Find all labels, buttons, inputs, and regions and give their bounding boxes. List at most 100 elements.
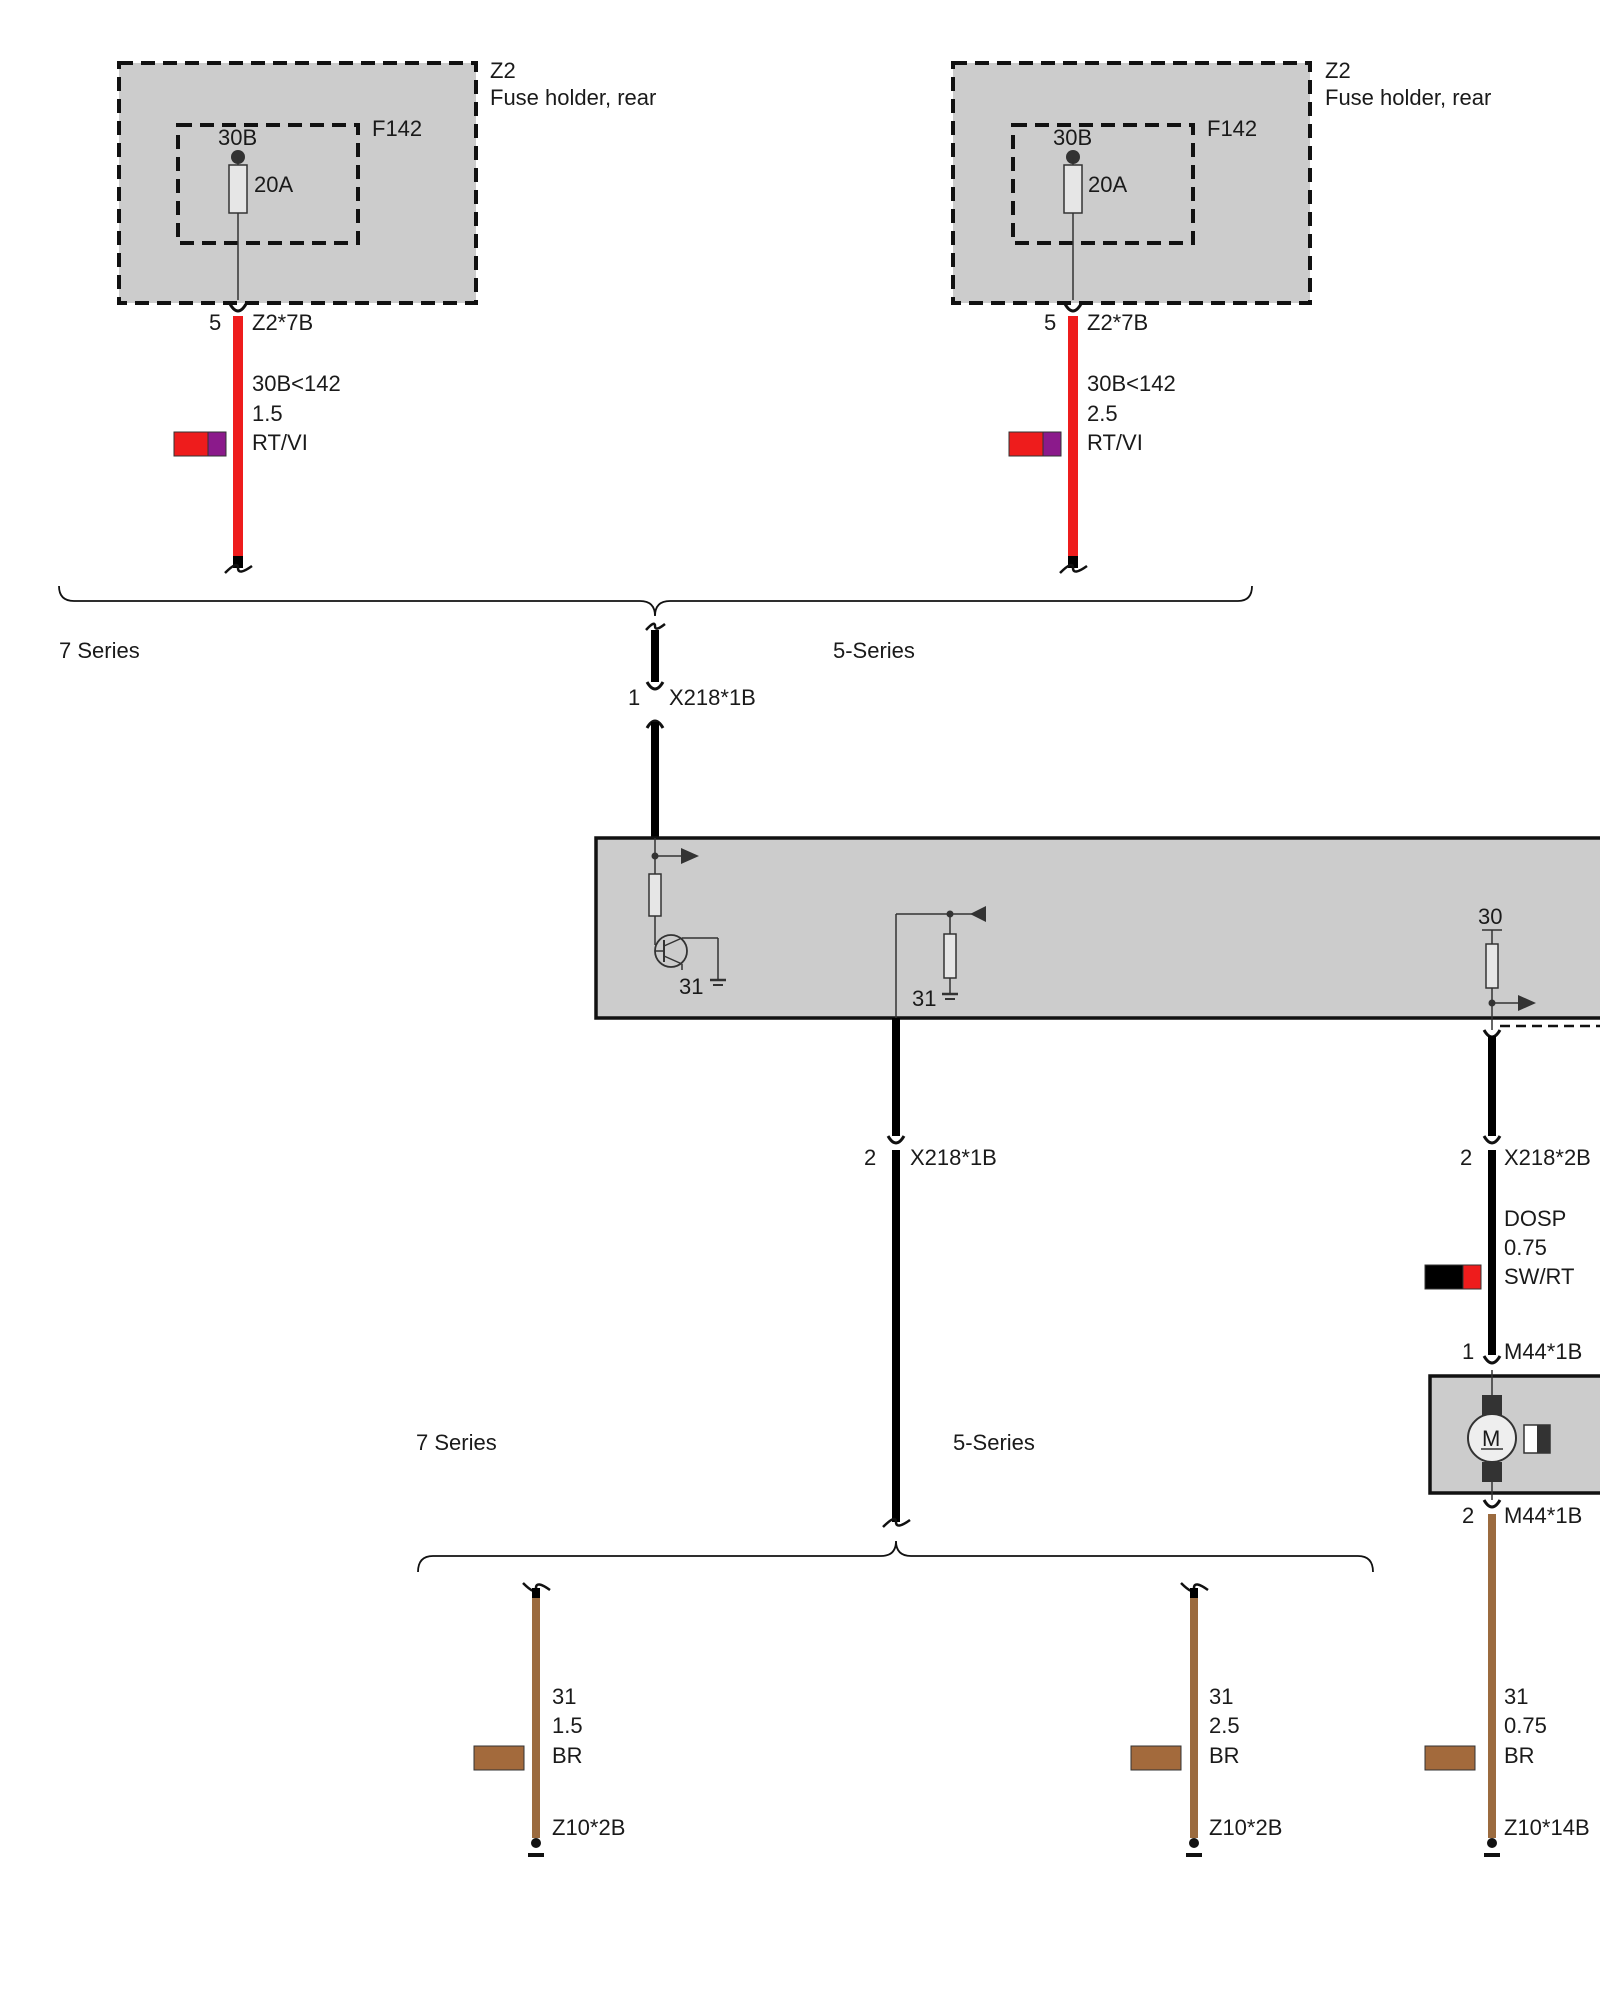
brace-line [417,1540,1374,1573]
fuse-symbol [228,164,248,214]
x218-2b-wire: 2 X218*2B DOSP 0.75 SW/RT [1424,1029,1591,1355]
color-swatch-red [1008,431,1044,457]
connector-label-top: M44*1B [1504,1339,1582,1364]
connector-symbol [1482,1029,1502,1039]
fuse-holder-box [117,61,478,305]
wire-black-red [1488,1150,1496,1355]
fuse-holder-name: Fuse holder, rear [1325,85,1491,110]
wire-end [1190,1588,1198,1598]
pin-number: 2 [1460,1145,1472,1170]
pin-number-bottom: 2 [1462,1503,1474,1528]
resistor-symbol [943,933,957,979]
ground-point-icon [1189,1838,1199,1848]
ground-connector: Z10*14B [1504,1815,1590,1840]
connector-symbol [645,681,665,691]
wire-end [1068,556,1078,568]
ground-label: 31 [679,974,703,999]
connector-label: X218*1B [910,1145,997,1170]
ground-wire-mid: 31 2.5 BR Z10*2B [1130,1582,1282,1857]
fuse-box [176,123,360,245]
ground-label: 31 [912,986,936,1011]
connector-symbol [1482,1355,1502,1365]
ground-wire-left: 31 1.5 BR Z10*2B [473,1582,625,1857]
ground-wire-right: 31 0.75 BR Z10*14B [1424,1514,1590,1857]
connector-symbol [645,719,665,729]
pin-number-top: 1 [1462,1339,1474,1364]
connector-label: X218*2B [1504,1145,1591,1170]
wire-color-code: BR [552,1743,583,1768]
fuse-holder-id: Z2 [1325,58,1351,83]
x218-output: 2 X218*1B [864,1018,997,1528]
pin-number: 1 [628,685,640,710]
wire-size: 0.75 [1504,1713,1547,1738]
pin-number: 5 [1044,310,1056,335]
fuse-rating: 20A [1088,172,1127,197]
ground-point-icon [1487,1838,1497,1848]
wire-signal: 30B<142 [252,371,341,396]
motor-box [1428,1374,1600,1495]
fuse-holder-name: Fuse holder, rear [490,85,656,110]
motor-symbol: M [1482,1426,1500,1451]
wire-black [651,722,659,838]
wire-color-code: RT/VI [252,430,308,455]
wire-color-code: SW/RT [1504,1264,1574,1289]
color-swatch-brown [473,1745,525,1771]
x218-input: 1 X218*1B [628,622,756,838]
break-symbol [645,622,666,631]
fuse-box [1011,123,1195,245]
color-swatch-brown [1424,1745,1476,1771]
wire-size: 2.5 [1209,1713,1240,1738]
brace-line [58,585,1253,617]
pin-number: 5 [209,310,221,335]
fuse-id: F142 [372,116,422,141]
variant-label-right: 5-Series [953,1430,1035,1455]
wire-signal: 31 [552,1684,576,1709]
wire-signal: 31 [1504,1684,1528,1709]
connector-label: X218*1B [669,685,756,710]
color-swatch-violet [207,431,227,457]
wire-size: 2.5 [1087,401,1118,426]
fuse-terminal: 30B [218,125,257,150]
color-swatch-red [1462,1264,1482,1290]
wire-color-code: BR [1504,1743,1535,1768]
fuse-holder-id: Z2 [490,58,516,83]
wire-signal: 30B<142 [1087,371,1176,396]
wire-end [233,556,243,568]
variant-brace-top: 7 Series 5-Series [58,585,1253,663]
wire-color-code: RT/VI [1087,430,1143,455]
fuse-holder-left: Z2 Fuse holder, rear F142 30B 20A 5 Z2*7… [117,58,656,574]
connector-symbol [228,303,248,313]
fuse-id: F142 [1207,116,1257,141]
resistor-symbol [648,873,662,917]
ground-connector: Z10*2B [1209,1815,1282,1840]
wire-size: 1.5 [252,401,283,426]
pin-number: 2 [864,1145,876,1170]
motor: 1 M44*1B M 2 M44*1B [1428,1339,1600,1528]
connector-symbol [1063,303,1083,313]
wire-size: 1.5 [552,1713,583,1738]
ground-point-icon [531,1838,541,1848]
wire-black [892,1018,900,1136]
shield-fill [1537,1425,1550,1453]
color-swatch-red [173,431,209,457]
break-symbol [882,1517,911,1528]
variant-label-left: 7 Series [59,638,140,663]
arrow-left-icon [970,906,986,922]
wire-brown [1190,1598,1198,1838]
ground-connector: Z10*2B [552,1815,625,1840]
variant-brace-bottom: 7 Series 5-Series [416,1430,1374,1573]
internal-wire [663,955,683,965]
color-swatch-violet [1042,431,1062,457]
connector-symbol [1482,1499,1502,1509]
connector-symbol [886,1135,906,1145]
color-swatch-brown [1130,1745,1182,1771]
variant-label-left: 7 Series [416,1430,497,1455]
wire-black [1488,1036,1496,1136]
wire-brown [532,1598,540,1838]
internal-wire [663,937,683,947]
wire-red-violet [233,316,243,556]
module-box [594,836,1600,1020]
wire-end [532,1588,540,1598]
fuse-rating: 20A [254,172,293,197]
break-symbol [1059,563,1088,574]
